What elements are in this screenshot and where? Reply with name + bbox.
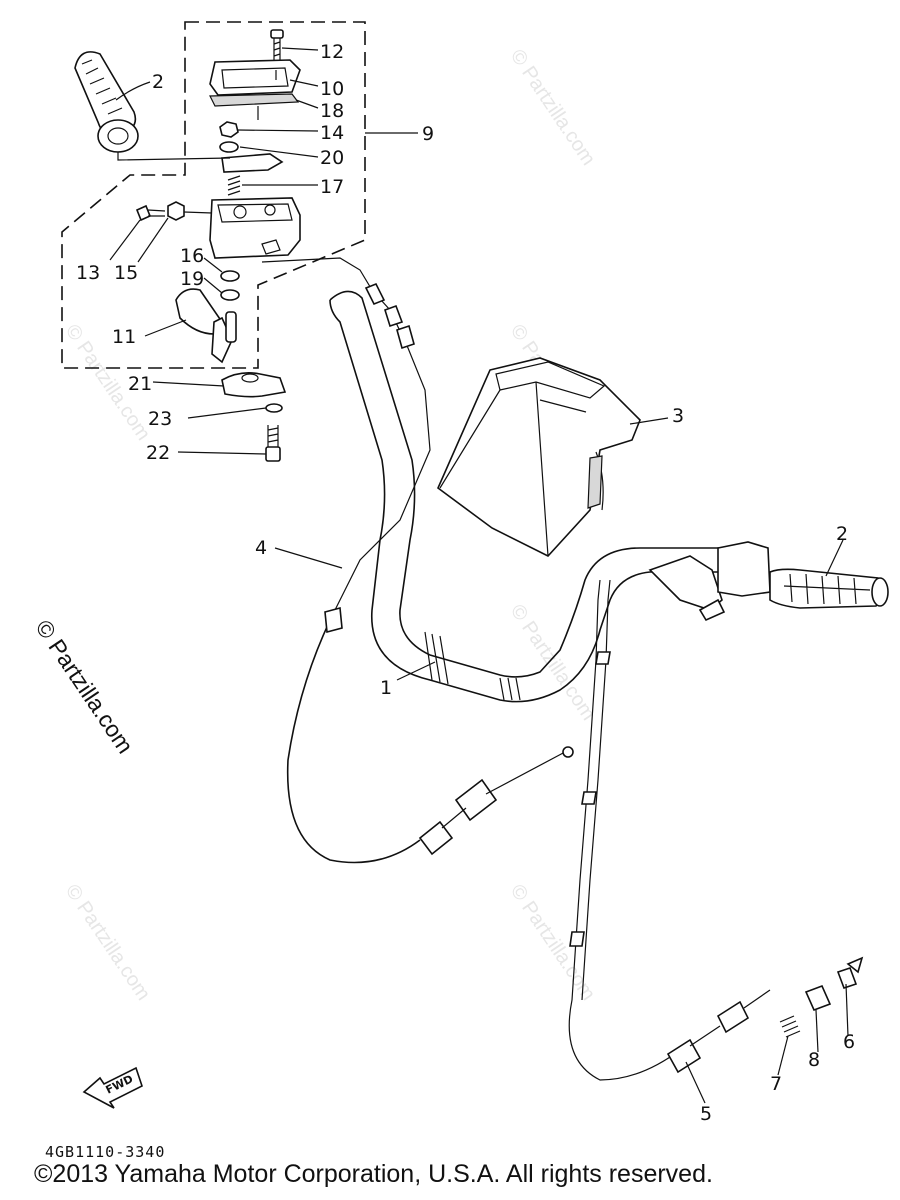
callout-1: 1 bbox=[380, 677, 392, 699]
callout-2-left: 2 bbox=[152, 71, 164, 93]
leader-lines bbox=[109, 47, 849, 1104]
callout-20: 20 bbox=[320, 147, 344, 169]
callout-3: 3 bbox=[672, 405, 684, 427]
callout-15: 15 bbox=[114, 262, 138, 284]
throttle-assembly-boundary bbox=[61, 21, 366, 369]
adjuster-8 bbox=[804, 984, 832, 1012]
copyright-notice: ©2013 Yamaha Motor Corporation, U.S.A. A… bbox=[34, 1160, 713, 1188]
throttle-housing-group bbox=[135, 29, 301, 462]
washer-20 bbox=[219, 141, 239, 153]
callout-17: 17 bbox=[320, 176, 344, 198]
callout-12: 12 bbox=[320, 41, 344, 63]
watermark-3: © Partzilla.com bbox=[506, 600, 600, 724]
callout-16: 16 bbox=[180, 245, 204, 267]
nut-15 bbox=[167, 201, 185, 221]
watermark-6: © Partzilla.com bbox=[61, 880, 155, 1004]
callout-19: 19 bbox=[180, 268, 204, 290]
callout-7: 7 bbox=[770, 1073, 782, 1095]
callout-5: 5 bbox=[700, 1103, 712, 1125]
throttle-housing-body bbox=[209, 197, 301, 259]
callout-10: 10 bbox=[320, 78, 344, 100]
callout-23: 23 bbox=[148, 408, 172, 430]
spring-17 bbox=[227, 175, 241, 196]
watermark-1: © Partzilla.com bbox=[506, 45, 600, 169]
throttle-lever-11 bbox=[175, 288, 237, 364]
bolt-22 bbox=[265, 425, 281, 462]
callout-22-label: 22 bbox=[146, 442, 170, 464]
throttle-cable-4 bbox=[261, 257, 574, 864]
lock-plate bbox=[221, 153, 284, 173]
left-grip-2 bbox=[74, 51, 231, 161]
diagram-code: 4GB1110-3340 bbox=[45, 1143, 166, 1161]
callout-9: 9 bbox=[422, 123, 434, 145]
callout-18: 18 bbox=[320, 100, 344, 122]
cover-gasket-18 bbox=[209, 93, 300, 107]
right-grip-2 bbox=[648, 541, 889, 622]
handlebar-1 bbox=[329, 290, 720, 703]
callout-14: 14 bbox=[320, 122, 344, 144]
spring-7 bbox=[779, 1015, 801, 1038]
callout-21: 21 bbox=[128, 373, 152, 395]
nut-14 bbox=[219, 121, 239, 138]
callout-4: 4 bbox=[255, 537, 267, 559]
callout-11: 11 bbox=[112, 326, 136, 348]
clamp-21 bbox=[221, 372, 287, 398]
callout-6: 6 bbox=[843, 1031, 855, 1053]
screw-12 bbox=[270, 29, 284, 60]
callout-2-right: 2 bbox=[836, 523, 848, 545]
washer-19 bbox=[220, 289, 240, 301]
bolt-13 bbox=[135, 204, 166, 222]
callout-8: 8 bbox=[808, 1049, 820, 1071]
brake-cable-5 bbox=[568, 579, 771, 1081]
callout-13: 13 bbox=[76, 262, 100, 284]
wing-nut-6 bbox=[836, 956, 864, 990]
washer-16 bbox=[220, 270, 240, 282]
forward-arrow: FWD bbox=[82, 1066, 143, 1109]
handlebar-cover-3 bbox=[437, 357, 641, 557]
washer-23 bbox=[265, 403, 283, 413]
callout-numbers: 1 2 2 3 4 5 6 7 8 9 10 11 12 13 14 15 16… bbox=[76, 41, 855, 1125]
